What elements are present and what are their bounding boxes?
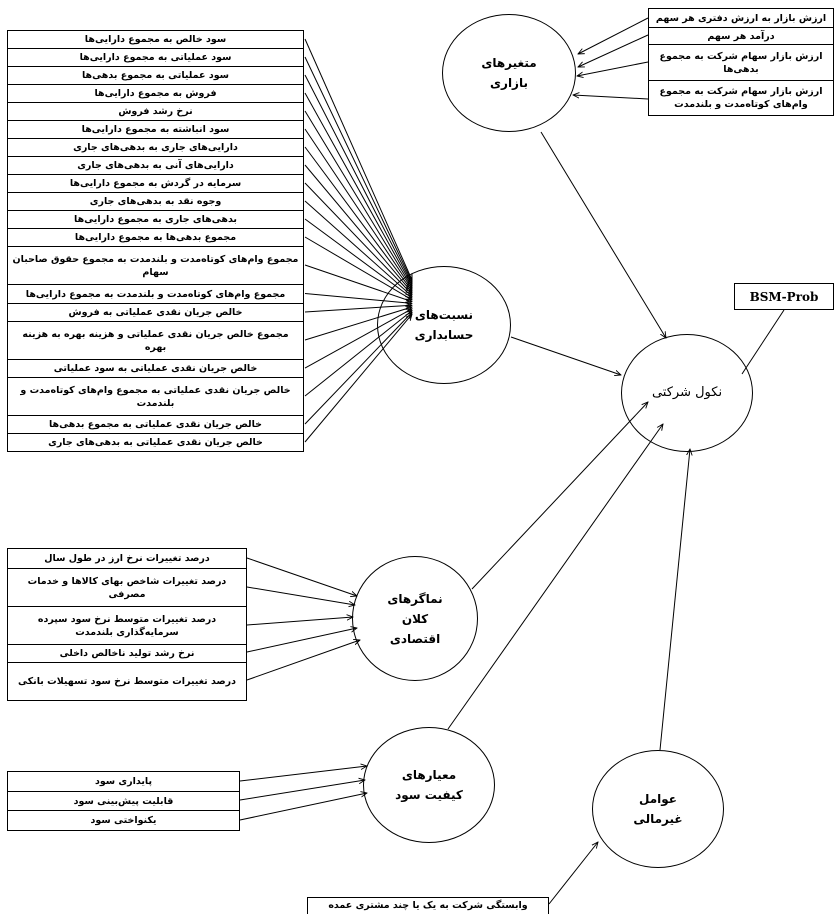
accounting-item-1: سود خالص به مجموع دارایی‌ها [8, 31, 303, 49]
market-item-4: ارزش بازار سهام شرکت به مجموع وام‌های کو… [649, 81, 833, 116]
quality-node-label-2: کیفیت سود [395, 788, 463, 802]
accounting-item-17: خالص جریان نقدی عملیاتی به سود عملیاتی [8, 360, 303, 378]
macro-items-list: درصد تغییرات نرخ ارز در طول سال درصد تغی… [7, 548, 247, 701]
connector-arrow-26 [246, 586, 355, 605]
market-item-3: ارزش بازار سهام شرکت به مجموع بدهی‌ها [649, 45, 833, 81]
macro-item-5: درصد تغییرات متوسط نرخ سود تسهیلات بانکی [8, 663, 246, 701]
connector-arrow-30 [239, 766, 367, 782]
connector-arrow-3 [304, 74, 412, 284]
connector-arrow-1 [304, 38, 412, 280]
nonfinancial-item-1: وابستگی شرکت به یک یا چند مشتری عمده [307, 897, 549, 914]
market-item-1: ارزش بازار به ارزش دفتری هر سهم [649, 9, 833, 28]
accounting-item-20: خالص جریان نقدی عملیاتی به بدهی‌های جاری [8, 434, 303, 452]
connector-arrow-28 [246, 628, 357, 653]
market-node-label-2: بازاری [490, 76, 528, 90]
nonfinancial-factors-node: عوامل غیرمالی [592, 750, 724, 868]
accounting-item-11: بدهی‌های جاری به مجموع دارایی‌ها [8, 211, 303, 229]
connector-arrow-4 [304, 92, 412, 285]
accounting-item-6: سود انباشته به مجموع دارایی‌ها [8, 121, 303, 139]
accounting-item-2: سود عملیاتی به مجموع دارایی‌ها [8, 49, 303, 67]
connector-arrow-2 [304, 56, 412, 282]
accounting-item-12: مجموع بدهی‌ها به مجموع دارایی‌ها [8, 229, 303, 247]
connector-arrow-8 [304, 164, 412, 293]
connector-arrow-27 [246, 617, 353, 626]
connector-arrow-21 [578, 17, 649, 54]
accounting-item-8: دارایی‌های آنی به بدهی‌های جاری [8, 157, 303, 175]
market-item-2: درآمد هر سهم [649, 28, 833, 45]
accounting-item-3: سود عملیاتی به مجموع بدهی‌ها [8, 67, 303, 85]
accounting-item-18: خالص جریان نقدی عملیاتی به مجموع وام‌های… [8, 378, 303, 416]
connector-arrow-25 [246, 557, 357, 596]
accounting-item-16: مجموع خالص جریان نقدی عملیاتی و هزینه به… [8, 322, 303, 360]
connector-arrow-35 [510, 336, 621, 375]
corporate-default-node: نکول شرکتی [621, 334, 753, 452]
connector-arrow-33 [548, 842, 598, 905]
accounting-node-label-1: نسبت‌های [414, 308, 474, 322]
nonfinancial-node-label-1: عوامل [639, 792, 677, 806]
default-node-label: نکول شرکتی [651, 385, 723, 400]
accounting-item-15: خالص جریان نقدی عملیاتی به فروش [8, 304, 303, 322]
connector-arrow-6 [304, 128, 412, 289]
accounting-item-10: وجوه نقد به بدهی‌های جاری [8, 193, 303, 211]
connector-arrow-34 [540, 131, 666, 338]
accounting-item-19: خالص جریان نقدی عملیاتی به مجموع بدهی‌ها [8, 416, 303, 434]
accounting-item-5: نرخ رشد فروش [8, 103, 303, 121]
macro-node-label-1: نماگرهای [387, 591, 443, 606]
bsm-prob-label: BSM-Prob [749, 289, 819, 304]
macro-item-1: درصد تغییرات نرخ ارز در طول سال [8, 549, 246, 569]
connector-arrow-39 [741, 309, 785, 375]
connector-arrow-37 [447, 424, 663, 730]
macro-node-label-2: کلان [401, 611, 429, 626]
nonfinancial-node-label-2: غیرمالی [633, 812, 683, 826]
connector-arrow-32 [239, 793, 367, 821]
market-node-label-1: متغیرهای [481, 56, 537, 70]
connector-arrow-23 [577, 61, 649, 76]
quality-node-label-1: معیارهای [401, 768, 457, 782]
connector-arrow-31 [239, 780, 365, 801]
connector-arrow-5 [304, 110, 412, 287]
earnings-quality-node: معیارهای کیفیت سود [363, 727, 495, 843]
macro-item-3: درصد تغییرات متوسط نرخ سود سپرده سرمایه‌… [8, 607, 246, 645]
connector-arrow-10 [304, 200, 412, 296]
connector-arrow-24 [573, 95, 649, 100]
macro-item-2: درصد تغییرات شاخص بهای کالاها و خدمات مص… [8, 569, 246, 607]
connector-arrow-9 [304, 182, 412, 294]
connector-arrow-7 [304, 146, 412, 291]
quality-item-1: پایداری سود [8, 772, 239, 792]
macro-indicators-node: نماگرهای کلان اقتصادی [352, 556, 478, 681]
market-items-list: ارزش بازار به ارزش دفتری هر سهم درآمد هر… [648, 8, 834, 116]
accounting-node-label-2: حسابداری [414, 328, 474, 342]
connector-arrow-38 [659, 449, 690, 751]
connector-arrow-36 [471, 402, 648, 590]
market-variables-node: متغیرهای بازاری [442, 14, 576, 132]
quality-items-list: پایداری سود قابلیت پیش‌بینی سود یکنواختی… [7, 771, 240, 831]
macro-item-4: نرخ رشد تولید ناخالص داخلی [8, 645, 246, 663]
accounting-item-7: دارایی‌های جاری به بدهی‌های جاری [8, 139, 303, 157]
quality-item-3: یکنواختی سود [8, 811, 239, 831]
accounting-item-4: فروش به مجموع دارایی‌ها [8, 85, 303, 103]
quality-item-2: قابلیت پیش‌بینی سود [8, 792, 239, 811]
accounting-item-13: مجموع وام‌های کوتاه‌مدت و بلندمدت به مجم… [8, 247, 303, 285]
accounting-item-14: مجموع وام‌های کوتاه‌مدت و بلندمدت به مجم… [8, 285, 303, 304]
bsm-prob-box: BSM-Prob [734, 283, 834, 310]
accounting-item-9: سرمایه در گردش به مجموع دارایی‌ها [8, 175, 303, 193]
connector-arrow-22 [578, 34, 649, 67]
connector-arrow-29 [246, 640, 360, 681]
accounting-ratios-node: نسبت‌های حسابداری [377, 266, 511, 384]
macro-node-label-3: اقتصادی [389, 631, 441, 646]
